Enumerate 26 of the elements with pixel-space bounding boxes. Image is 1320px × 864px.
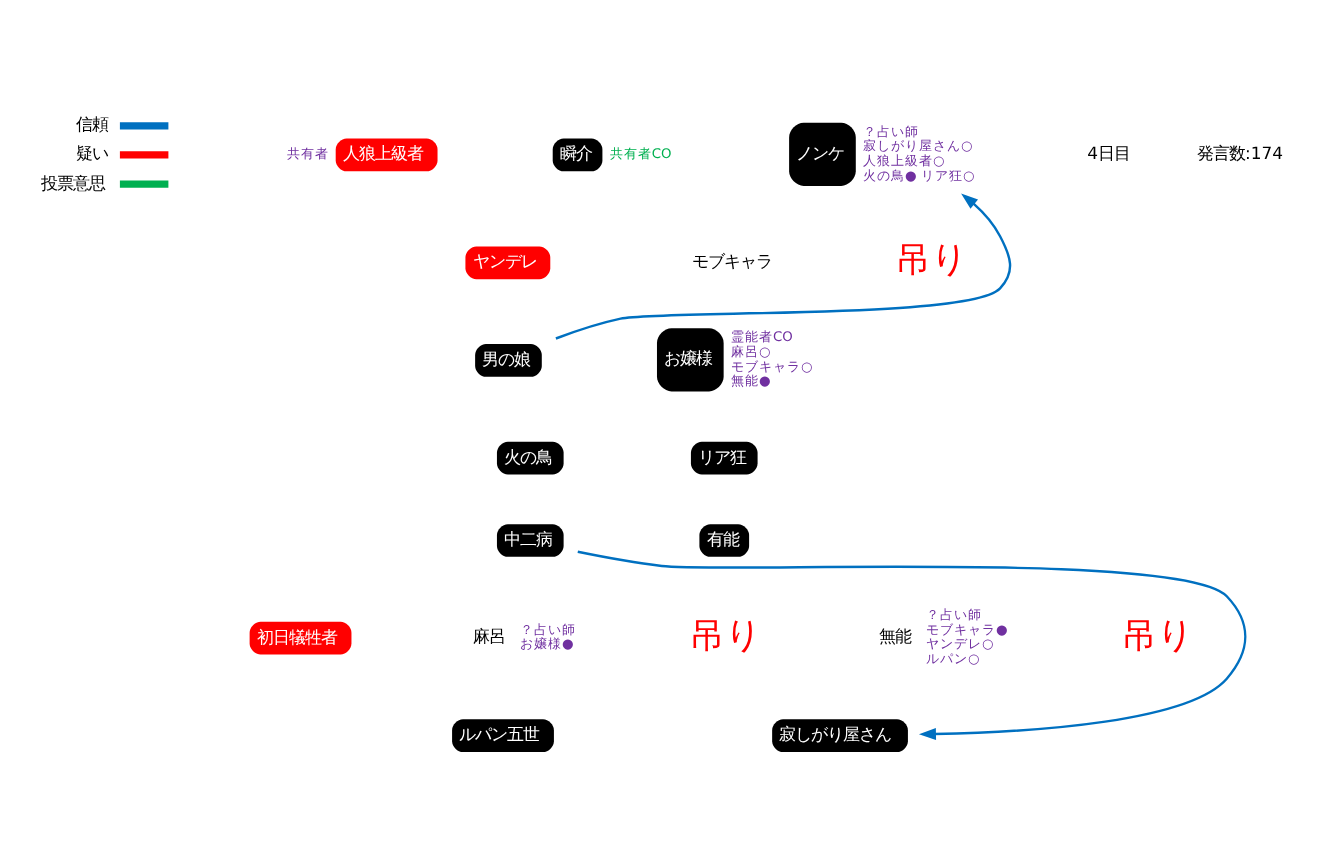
node-text: 麻呂 <box>472 625 505 646</box>
node-box: 初日犠牲者 <box>249 621 352 655</box>
arrow <box>577 550 1247 740</box>
node-box: 有能 <box>699 524 750 557</box>
node-box: 瞬介 <box>552 138 603 172</box>
legend-label: 信頼 <box>76 114 109 135</box>
node-box: リア狂 <box>690 441 758 475</box>
node-box: ヤンデレ <box>465 246 551 280</box>
node-box: 火の鳥 <box>496 441 564 475</box>
legend-label: 疑い <box>76 143 109 164</box>
node-box: ノンケ <box>789 122 856 186</box>
label: 吊り <box>1120 614 1193 657</box>
node-box: 中二病 <box>496 524 564 557</box>
label: 吊り <box>895 239 968 282</box>
node-box: 男の娘 <box>475 344 542 377</box>
label: 4日目 <box>1087 142 1131 163</box>
label: 吊り <box>689 614 762 657</box>
node-text: 無能 <box>878 625 911 646</box>
node-box: 人狼上級者 <box>335 138 438 172</box>
node-text: モブキャラ <box>692 251 773 272</box>
node-box: ルパン五世 <box>452 719 554 753</box>
legend-label: 投票意思 <box>41 172 106 193</box>
node-box: 寂しがり屋さん <box>772 719 908 753</box>
node-box: お嬢様 <box>656 328 724 392</box>
label: 発言数:174 <box>1197 142 1284 163</box>
arrow <box>555 193 1012 340</box>
